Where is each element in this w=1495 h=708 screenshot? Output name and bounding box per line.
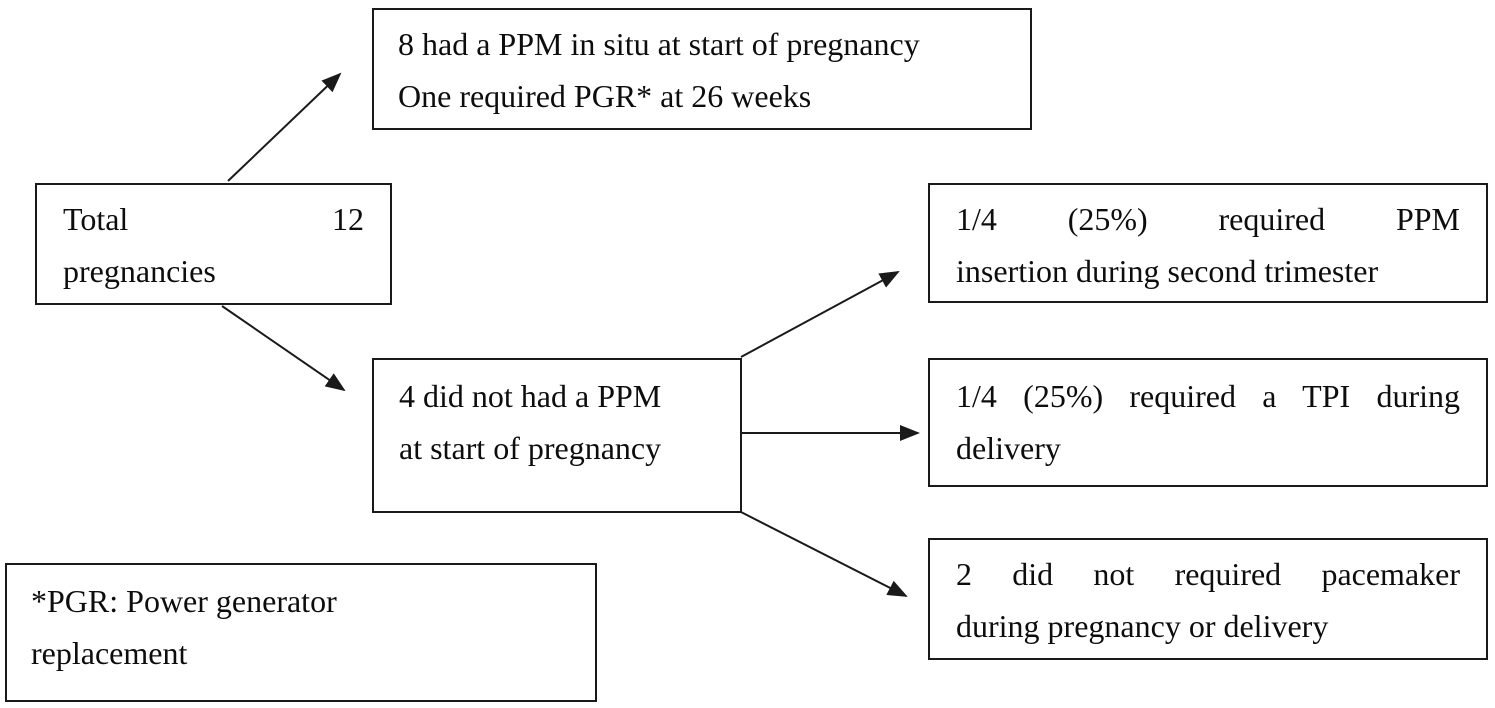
box-ppm-insertion: 1/4 (25%) required PPM insertion during …: [928, 183, 1488, 303]
ppm-insertion-line-1: 1/4 (25%) required PPM: [956, 201, 1460, 237]
arrow-total-to-no-ppm: [221, 305, 346, 392]
box-no-pacemaker: 2 did not required pacemaker during preg…: [928, 538, 1488, 660]
tpi-delivery-line-1: 1/4 (25%) required a TPI during: [956, 378, 1460, 414]
box-ppm-in-situ: 8 had a PPM in situ at start of pregnanc…: [372, 8, 1032, 130]
box-pgr-footnote: *PGR: Power generator replacement: [5, 563, 597, 702]
arrow-total-to-ppm-in-situ: [227, 72, 342, 182]
box-tpi-delivery: 1/4 (25%) required a TPI during delivery: [928, 358, 1488, 487]
pgr-footnote-line-1: *PGR: Power generator: [31, 583, 337, 619]
ppm-in-situ-line-1: 8 had a PPM in situ at start of pregnanc…: [398, 26, 920, 62]
box-total-pregnancies: Total 12 pregnancies: [35, 183, 392, 305]
ppm-insertion-line-2: insertion during second trimester: [956, 253, 1379, 289]
no-pacemaker-line-2: during pregnancy or delivery: [956, 608, 1329, 644]
arrow-no-ppm-to-ppm-insertion: [740, 271, 900, 358]
total-label: Total: [63, 201, 129, 237]
no-ppm-line-1: 4 did not had a PPM: [399, 378, 662, 414]
box-no-ppm: 4 did not had a PPM at start of pregnanc…: [372, 358, 742, 513]
total-pregnancies-line-1: Total 12: [63, 193, 364, 245]
total-pregnancies-line-2: pregnancies: [63, 253, 216, 289]
ppm-in-situ-line-2: One required PGR* at 26 weeks: [398, 78, 812, 114]
arrow-no-ppm-to-no-pacemaker: [740, 511, 908, 597]
tpi-delivery-line-2: delivery: [956, 430, 1061, 466]
total-count: 12: [332, 201, 364, 237]
pgr-footnote-line-2: replacement: [31, 635, 188, 671]
no-ppm-line-2: at start of pregnancy: [399, 430, 662, 466]
no-pacemaker-line-1: 2 did not required pacemaker: [956, 556, 1460, 592]
